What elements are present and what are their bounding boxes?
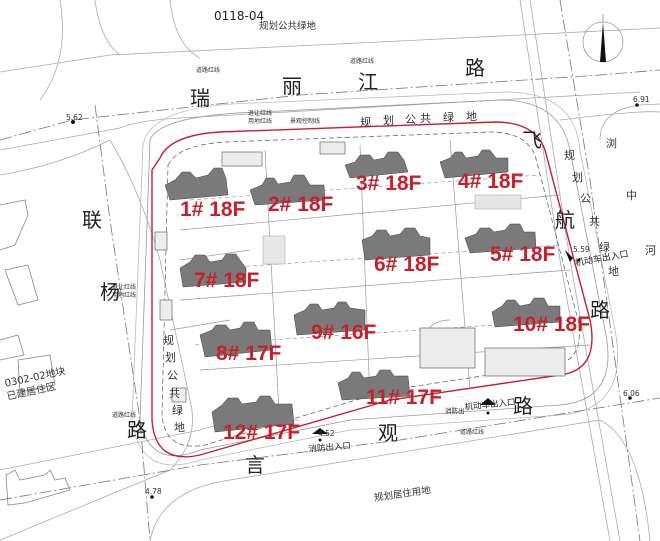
green-west-char-6: 地 <box>174 421 185 434</box>
road-red-line-label-sw: 道路红线 <box>112 412 137 419</box>
elevation-south-fire: 4.52 <box>318 429 335 438</box>
building-4-label: 4# 18F <box>458 170 524 193</box>
road-west-char-2: 杨 <box>100 280 120 304</box>
river-char-1: 浏 <box>606 137 617 150</box>
green-north-char-6: 地 <box>466 110 477 123</box>
green-east-char-3: 公 <box>580 192 591 205</box>
road-south-char-2: 观 <box>378 421 398 445</box>
land-boundary-label-n: 用地红线 <box>248 118 273 125</box>
road-north-char-4: 路 <box>465 56 485 80</box>
green-north-char-2: 划 <box>383 114 394 127</box>
building-1-label: 1# 18F <box>180 198 246 221</box>
north-arrow-icon <box>582 14 624 63</box>
road-west-char-1: 联 <box>82 208 102 232</box>
building-9-label: 9# 16F <box>311 321 377 344</box>
setback-line-label-w: 退让红线 <box>112 284 137 291</box>
road-red-line-label-n1: 道路红线 <box>196 67 221 74</box>
land-boundary-label-w: 用地红线 <box>112 292 137 299</box>
elevation-sw: 4.78 <box>145 487 162 496</box>
elevation-se: 6.06 <box>623 389 640 398</box>
green-west-char-5: 绿 <box>172 404 183 417</box>
green-east-char-4: 共 <box>589 215 600 228</box>
green-north-char-1: 规 <box>360 116 371 129</box>
building-7-label: 7# 18F <box>194 269 260 292</box>
elevation-nw: 5.62 <box>66 113 83 122</box>
road-east-char-2: 航 <box>555 208 575 232</box>
road-red-line-label-n2: 道路红线 <box>350 58 375 65</box>
road-east-char-3: 路 <box>590 298 610 322</box>
road-north-char-1: 瑞 <box>190 86 210 110</box>
road-south-char-1: 言 <box>245 453 265 477</box>
elevation-east-entry: 5.59 <box>573 245 590 254</box>
north-plot-code: 0118-04 <box>214 9 265 23</box>
road-south-char-3: 路 <box>513 394 533 418</box>
viewing-line-label-n: 景观控制线 <box>290 118 321 125</box>
green-east-char-6: 地 <box>608 265 619 278</box>
building-8-label: 8# 17F <box>216 342 282 365</box>
green-north-char-3: 公 <box>405 113 416 126</box>
green-north-char-4: 共 <box>420 112 431 125</box>
green-east-char-1: 规 <box>564 149 575 162</box>
road-east-char-1: 飞 <box>522 128 542 152</box>
green-west-char-4: 共 <box>169 387 180 400</box>
setback-line-label-n: 退让红线 <box>248 110 273 117</box>
road-west-char-3: 路 <box>127 418 147 442</box>
building-12-label: 12# 17F <box>223 421 301 444</box>
building-2-label: 2# 18F <box>268 193 334 216</box>
green-east-char-5: 绿 <box>599 241 610 254</box>
road-north-char-2: 丽 <box>282 74 302 98</box>
building-5-label: 5# 18F <box>490 243 556 266</box>
road-red-line-label-s: 道路红线 <box>460 429 485 436</box>
road-north-char-3: 江 <box>358 70 378 94</box>
building-6-label: 6# 18F <box>374 253 440 276</box>
south-fire-short-label: 消防出 <box>445 407 465 415</box>
green-west-char-1: 规 <box>163 334 174 347</box>
building-10-label: 10# 18F <box>513 313 591 336</box>
building-3-label: 3# 18F <box>356 172 422 195</box>
river-char-2: 中 <box>626 189 637 202</box>
building-11-label: 11# 17F <box>366 386 442 409</box>
green-north-char-5: 绿 <box>443 111 454 124</box>
green-west-char-3: 公 <box>167 369 178 382</box>
green-east-char-2: 划 <box>572 171 583 184</box>
north-plot-use: 规划公共绿地 <box>259 21 317 32</box>
green-west-char-2: 划 <box>165 351 176 364</box>
elevation-ne: 6.91 <box>633 95 650 104</box>
river-char-3: 河 <box>645 244 656 257</box>
